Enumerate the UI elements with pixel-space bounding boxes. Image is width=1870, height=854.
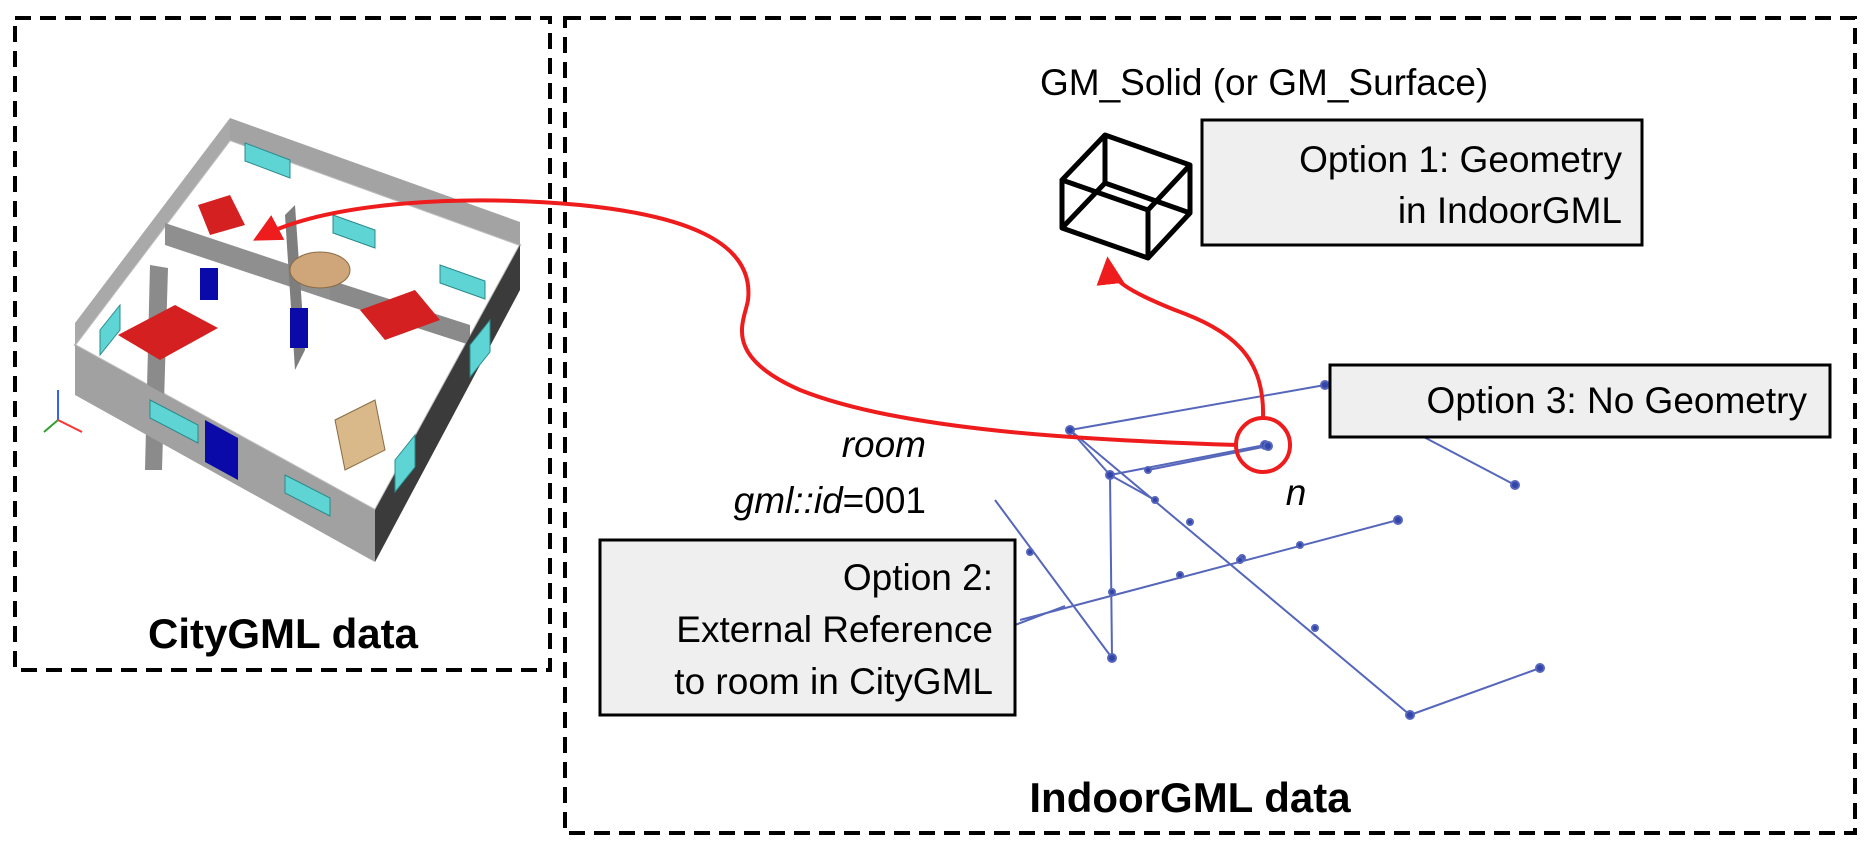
indoorgml-panel-frame	[563, 16, 1857, 835]
indoorgml-caption: IndoorGML data	[1029, 774, 1351, 821]
gml-id-prefix: gml::id	[734, 480, 844, 521]
option2-reference-arrow	[253, 198, 1239, 447]
citygml-panel-frame	[13, 16, 552, 672]
axis-triad-icon	[43, 390, 83, 433]
option2-line1: Option 2:	[843, 557, 993, 598]
option2-line3: to room in CityGML	[674, 661, 993, 702]
gml-id-value: =001	[843, 480, 926, 521]
wireframe-cube-icon	[1059, 132, 1193, 261]
option2-line2: External Reference	[676, 609, 993, 650]
option1-line2: in IndoorGML	[1398, 190, 1622, 231]
indoor-network-graph	[994, 380, 1545, 720]
gml-id-label: gml::id=001	[734, 480, 926, 521]
option2-box: Option 2: External Reference to room in …	[598, 538, 1017, 717]
option3-label: Option 3: No Geometry	[1427, 380, 1808, 421]
option1-arrow	[1096, 256, 1266, 419]
solid-label: GM_Solid (or GM_Surface)	[1040, 62, 1488, 103]
node-n-label: n	[1286, 472, 1307, 513]
option1-box: Option 1: Geometry in IndoorGML	[1200, 118, 1644, 247]
option1-line1: Option 1: Geometry	[1299, 139, 1622, 180]
house-3d-model-icon	[43, 118, 522, 562]
citygml-caption: CityGML data	[148, 610, 419, 657]
room-label: room	[842, 424, 926, 465]
option3-box: Option 3: No Geometry	[1328, 363, 1832, 439]
option2-leader-line	[1014, 605, 1066, 626]
